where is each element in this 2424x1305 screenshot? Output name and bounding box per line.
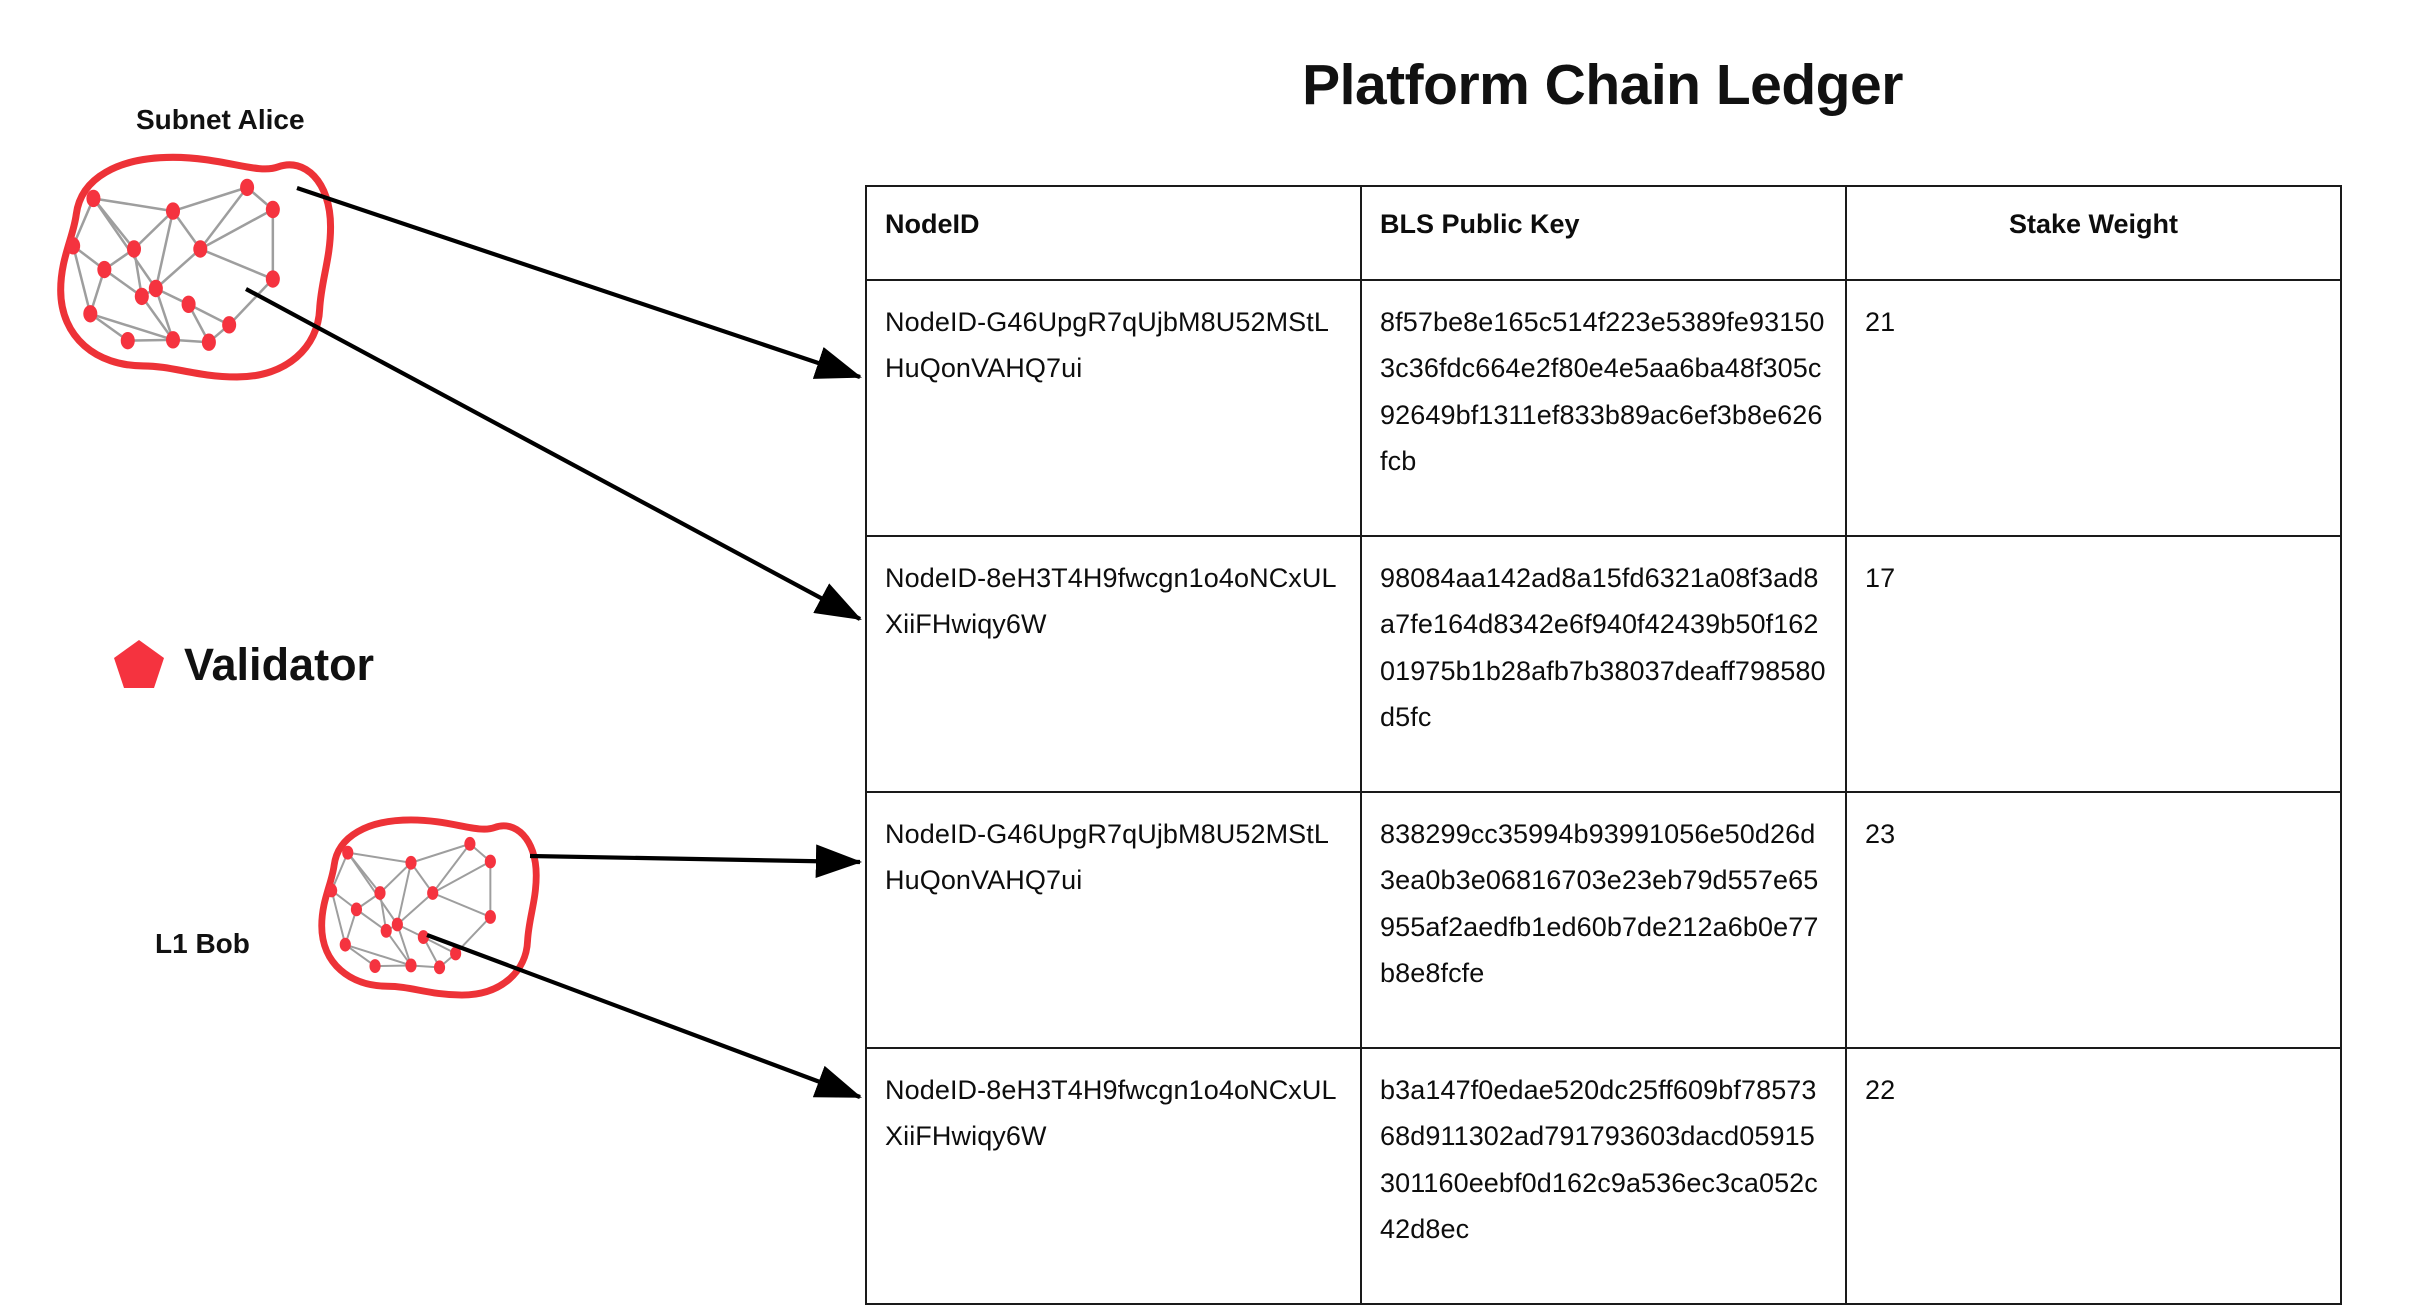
arrow-subnet-alice-row1 xyxy=(296,186,862,379)
cell-bls-public-key: 8f57be8e165c514f223e5389fe931503c36fdc66… xyxy=(1360,279,1847,537)
arrow-l1-bob-row3 xyxy=(529,844,863,878)
column-header-bls-public-key: BLS Public Key xyxy=(1360,185,1847,281)
subnet-alice-boundary xyxy=(61,157,331,377)
cell-stake-weight: 17 xyxy=(1845,535,2342,793)
pentagon-icon xyxy=(114,640,164,688)
table-row: NodeID-G46UpgR7qUjbM8U52MStLHuQonVAHQ7ui… xyxy=(865,791,2342,1049)
cell-bls-public-key: b3a147f0edae520dc25ff609bf7857368d911302… xyxy=(1360,1047,1847,1305)
cell-nodeid: NodeID-8eH3T4H9fwcgn1o4oNCxULXiiFHwiqy6W xyxy=(865,535,1362,793)
cell-stake-weight: 23 xyxy=(1845,791,2342,1049)
cell-bls-public-key: 838299cc35994b93991056e50d26d3ea0b3e0681… xyxy=(1360,791,1847,1049)
table-row: NodeID-G46UpgR7qUjbM8U52MStLHuQonVAHQ7ui… xyxy=(865,279,2342,537)
arrow-l1-bob-row4 xyxy=(426,933,862,1099)
cell-stake-weight: 21 xyxy=(1845,279,2342,537)
table-row: NodeID-8eH3T4H9fwcgn1o4oNCxULXiiFHwiqy6W… xyxy=(865,535,2342,793)
subnet-alice-label: Subnet Alice xyxy=(136,104,305,135)
legend-validator-label: Validator xyxy=(184,638,375,690)
l1-bob-label: L1 Bob xyxy=(155,928,250,959)
l1-bob-network xyxy=(322,820,537,995)
cell-nodeid: NodeID-G46UpgR7qUjbM8U52MStLHuQonVAHQ7ui xyxy=(865,279,1362,537)
table-header-row: NodeID BLS Public Key Stake Weight xyxy=(865,185,2342,281)
legend-validator: Validator xyxy=(112,638,374,690)
column-header-nodeid: NodeID xyxy=(865,185,1362,281)
subnet-alice-validators xyxy=(64,177,282,353)
page-title: Platform Chain Ledger xyxy=(1302,53,1903,117)
cell-bls-public-key: 98084aa142ad8a15fd6321a08f3ad8a7fe164d83… xyxy=(1360,535,1847,793)
l1-bob-boundary xyxy=(322,820,537,995)
platform-chain-ledger-table: NodeID BLS Public Key Stake Weight NodeI… xyxy=(865,185,2342,1305)
l1-bob-validators xyxy=(325,835,497,976)
cell-stake-weight: 22 xyxy=(1845,1047,2342,1305)
arrow-subnet-alice-row2 xyxy=(245,287,862,621)
table-row: NodeID-8eH3T4H9fwcgn1o4oNCxULXiiFHwiqy6W… xyxy=(865,1047,2342,1305)
cell-nodeid: NodeID-8eH3T4H9fwcgn1o4oNCxULXiiFHwiqy6W xyxy=(865,1047,1362,1305)
subnet-alice-network xyxy=(61,157,331,377)
cell-nodeid: NodeID-G46UpgR7qUjbM8U52MStLHuQonVAHQ7ui xyxy=(865,791,1362,1049)
column-header-stake-weight: Stake Weight xyxy=(1845,185,2342,281)
